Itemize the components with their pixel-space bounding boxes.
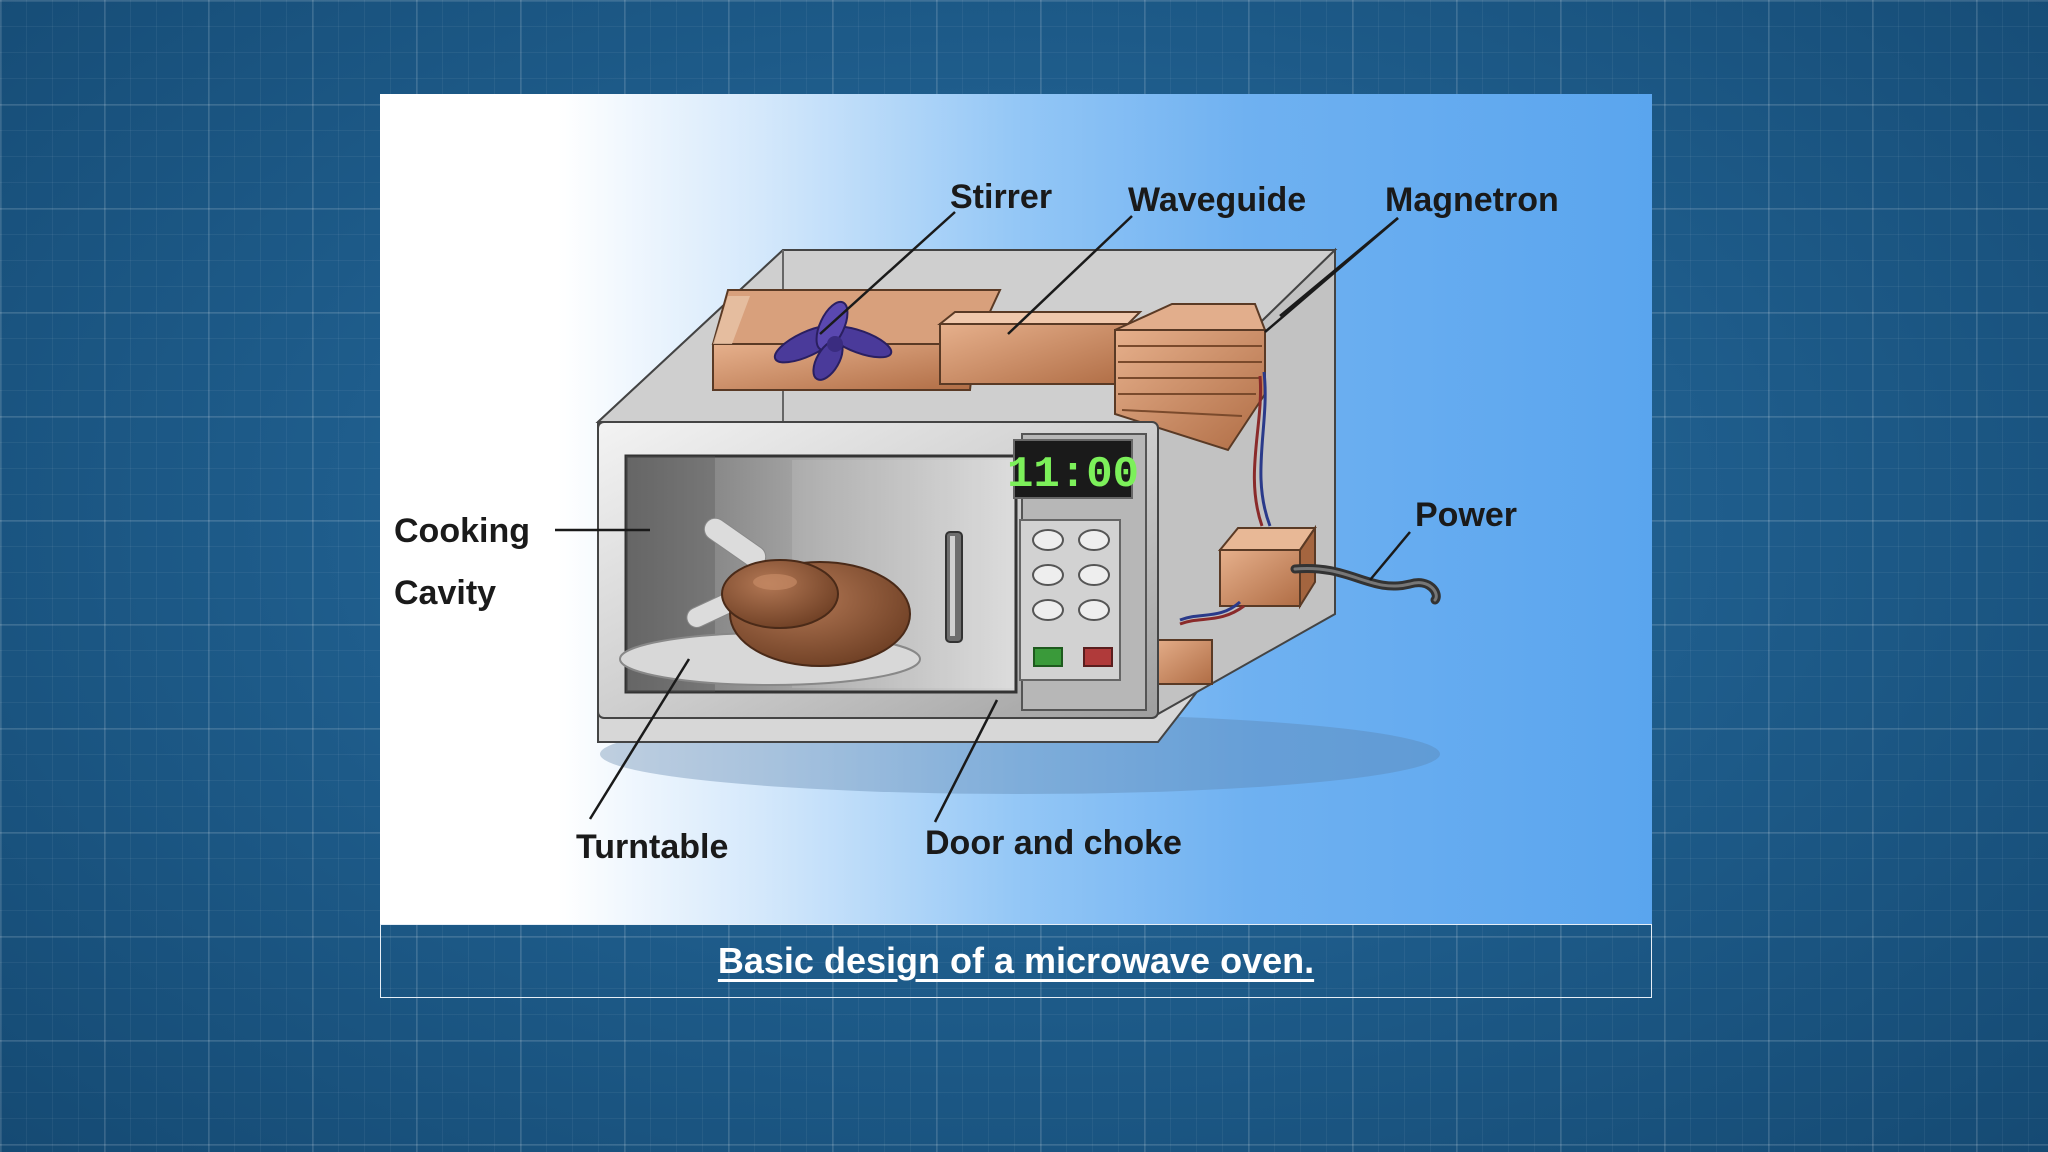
waveguide: [939, 323, 1130, 385]
label-cooking: Cooking: [394, 512, 530, 550]
wire-red: [1252, 375, 1264, 527]
waveguide-top: [937, 311, 1143, 325]
stirrer-box-inner: [713, 296, 750, 344]
leader-lines: [555, 211, 1411, 823]
label-power: Power: [1415, 496, 1517, 534]
keypad-buttons: [1032, 529, 1110, 621]
wire-blue: [1259, 371, 1272, 527]
caption-text: Basic design of a microwave oven.: [717, 940, 1315, 981]
chicken: [686, 517, 911, 667]
label-magnetron: Magnetron: [1385, 181, 1559, 219]
stirrer-box: [712, 343, 977, 391]
microwave-illustration: 11:00 Stirrer Waveguide Magnetron Power: [394, 178, 1559, 866]
label-door-and-choke: Door and choke: [925, 824, 1182, 862]
caption-box: Basic design of a microwave oven.: [380, 924, 1652, 998]
stop-button: [1083, 647, 1113, 667]
stirrer-fan: [773, 300, 893, 381]
label-waveguide: Waveguide: [1128, 181, 1306, 219]
label-stirrer: Stirrer: [950, 178, 1052, 216]
label-cavity: Cavity: [394, 574, 496, 612]
clock-time: 11:00: [1007, 450, 1139, 500]
power-supply-box: [1217, 524, 1317, 610]
label-turntable: Turntable: [576, 828, 728, 866]
start-button: [1033, 647, 1063, 667]
microwave-diagram: 11:00 Stirrer Waveguide Magnetron Power: [380, 94, 1652, 924]
clock-display: [1013, 439, 1133, 499]
magnetron: [1114, 303, 1267, 452]
transformer: [1149, 600, 1245, 685]
